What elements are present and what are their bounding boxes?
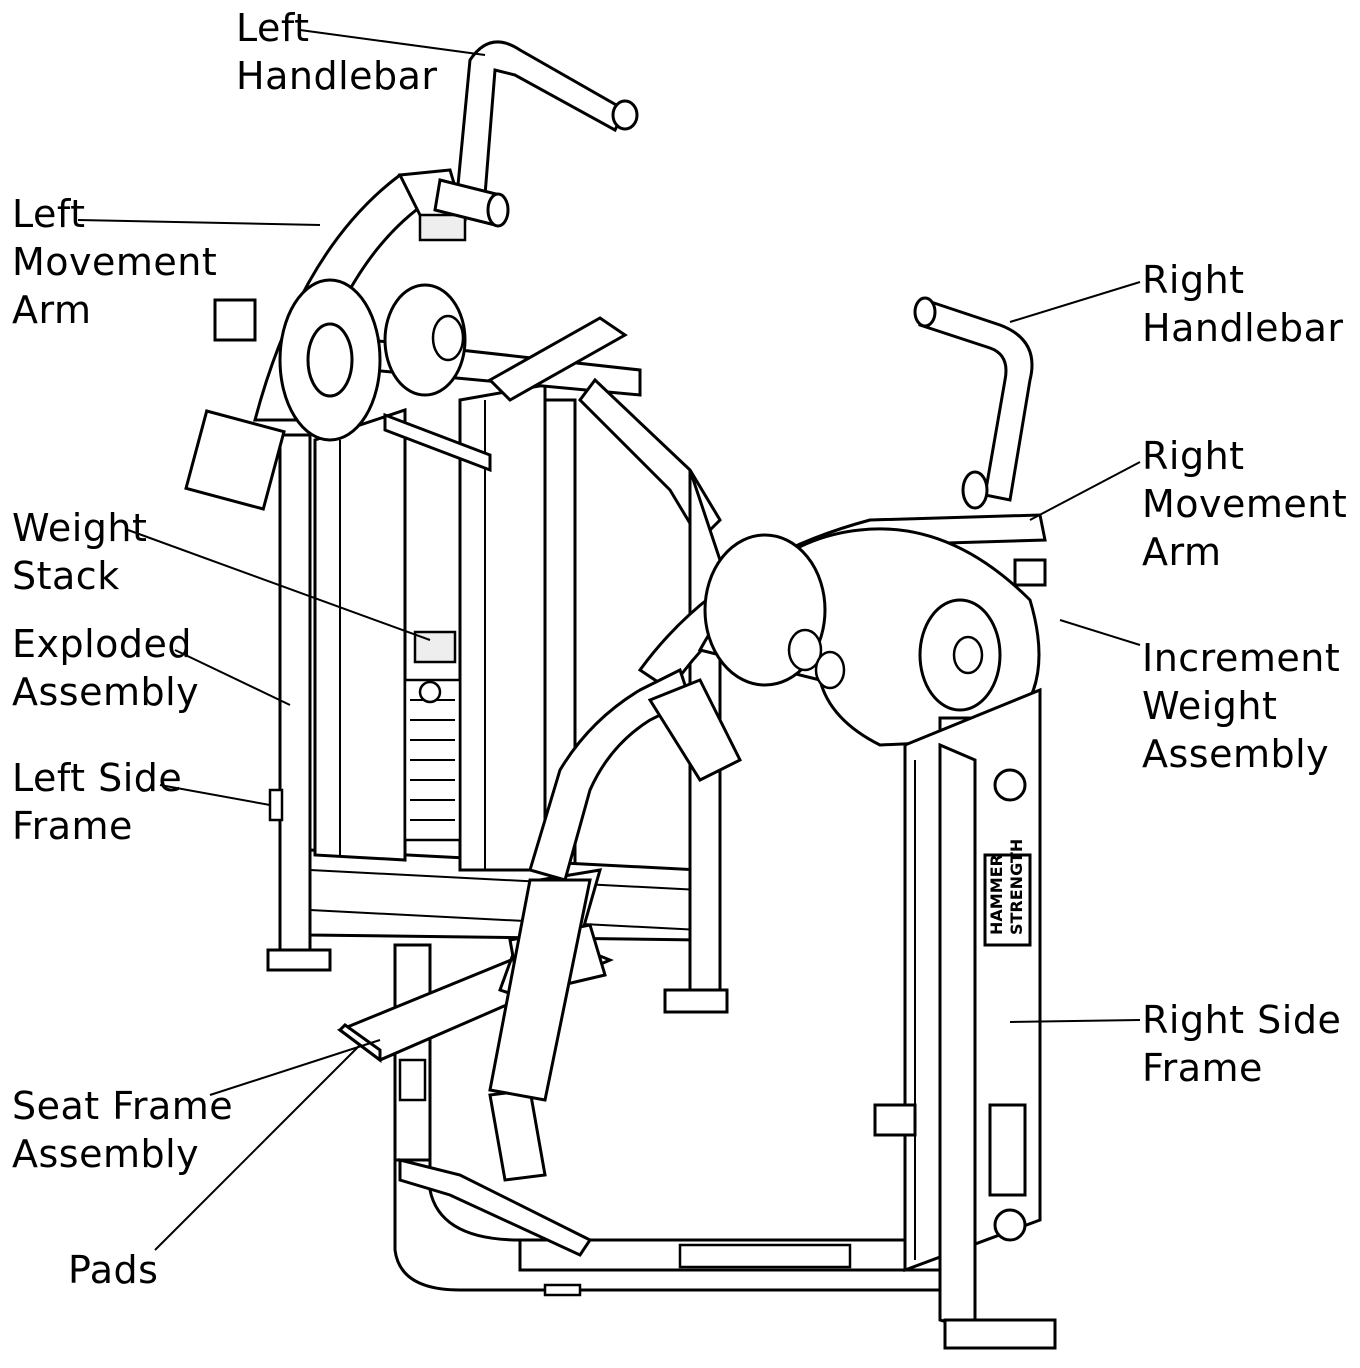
left-handlebar — [433, 40, 639, 228]
left-movement-arm — [184, 168, 467, 511]
pads — [488, 667, 743, 1102]
right-side-frame: HAMMER STRENGTH — [873, 687, 1057, 1350]
label-left-side-frame: Left Side Frame — [12, 756, 183, 848]
right-movement-arm — [637, 513, 1047, 750]
label-exploded-assembly: Exploded Assembly — [12, 622, 200, 714]
label-right-handlebar: Right Handlebar — [1142, 258, 1344, 350]
leader-lines — [77, 29, 1141, 1251]
label-increment-weight-assembly: Increment Weight Assembly — [1142, 636, 1341, 776]
right-handlebar — [913, 296, 1034, 510]
label-right-side-frame: Right Side Frame — [1142, 998, 1342, 1090]
weight-stack-housing — [313, 383, 547, 872]
strength-brand-text: STRENGTH — [1007, 839, 1026, 935]
label-seat-frame-assembly: Seat Frame Assembly — [12, 1084, 234, 1176]
label-left-movement-arm: Left Movement Arm — [12, 192, 218, 332]
label-weight-stack: Weight Stack — [12, 506, 148, 598]
hammer-brand-text: HAMMER — [987, 854, 1006, 935]
label-right-movement-arm: Right Movement Arm — [1142, 434, 1348, 574]
label-pads: Pads — [68, 1248, 159, 1292]
label-left-handlebar: Left Handlebar — [236, 6, 438, 98]
